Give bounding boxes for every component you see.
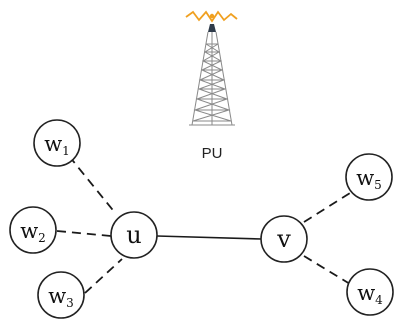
node-w3: w3 [37,271,85,319]
svg-text:w1: w1 [44,132,70,158]
node-w5: w5 [345,153,393,201]
node-w2: w2 [9,206,57,254]
node-w4-sub: 4 [375,293,383,307]
signal-icon [185,10,238,23]
cell-tower-icon [185,10,238,126]
edge-u-w3 [84,258,123,294]
node-w3-letter: w [48,284,66,308]
node-w3-sub: 3 [66,296,74,310]
node-w5-letter: w [356,166,374,190]
tower-top [208,24,216,32]
svg-text:w4: w4 [357,281,383,307]
node-w5-sub: 5 [374,178,382,192]
node-w1-sub: 1 [62,144,70,158]
edge-u-w2 [56,230,112,237]
signal-source-dot [209,13,215,19]
node-w1: w1 [33,119,81,167]
edge-v-w4 [303,255,351,285]
node-w2-letter: w [20,219,38,243]
node-w4: w4 [346,268,394,316]
pu-label: PU [202,145,223,162]
node-w2-sub: 2 [38,231,46,245]
node-v-label: v [276,225,291,253]
node-u: u [110,211,158,259]
node-u-label: u [126,221,141,249]
edge-u-w1 [68,155,117,215]
edge-v-w5 [303,192,351,223]
node-w4-letter: w [357,281,375,305]
edge-u-v [156,235,263,240]
svg-text:w2: w2 [20,219,46,245]
node-v: v [260,215,308,263]
node-w1-letter: w [44,132,62,156]
svg-text:w5: w5 [356,166,382,192]
svg-text:w3: w3 [48,284,74,310]
